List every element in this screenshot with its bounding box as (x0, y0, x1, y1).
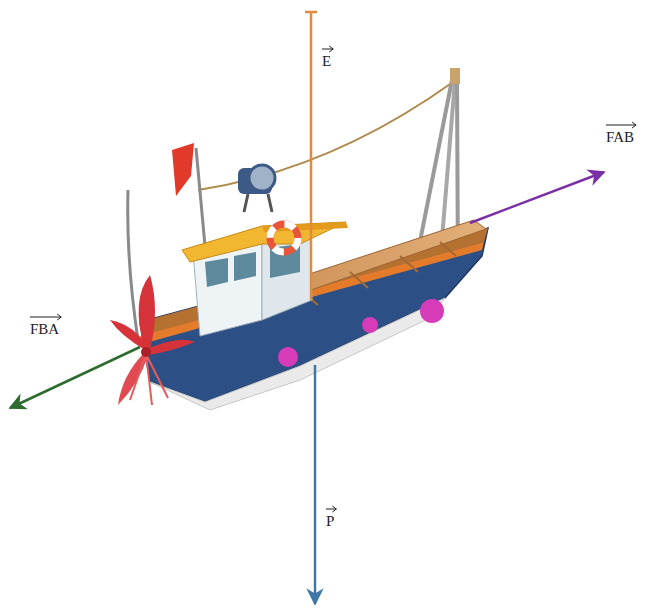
force-fab-vector (470, 172, 604, 223)
vector-arrow-head (57, 314, 61, 320)
buoy-part (362, 317, 378, 333)
life-ring (270, 224, 298, 252)
vector-arrow-head (329, 46, 333, 52)
cabin-part (234, 252, 256, 281)
winch (238, 165, 275, 212)
force-p-vector (315, 365, 316, 604)
vector-arrow-head (332, 506, 336, 512)
flag-part (172, 143, 194, 196)
vector-arrow-line (322, 49, 333, 50)
hull-part (300, 242, 456, 305)
force-label: FAB (606, 130, 634, 145)
vector-arrow (606, 121, 638, 129)
rope-part (198, 82, 453, 190)
vector-name: FAB (606, 130, 634, 145)
force-fba-vector-part (10, 347, 140, 408)
winch-part (249, 165, 275, 191)
force-e-vector-part (310, 12, 313, 300)
vector-name: P (326, 514, 334, 529)
life-ring-part (270, 224, 298, 252)
force-fab-vector-part (470, 172, 604, 223)
force-label: E (322, 54, 331, 69)
force-p-vector-part (314, 365, 317, 604)
vector-arrow-line (30, 317, 61, 318)
propeller-part (130, 354, 168, 405)
propeller-part (110, 320, 148, 350)
vector-arrow (322, 45, 335, 53)
propeller-part (145, 340, 195, 355)
mast-part (450, 68, 460, 84)
buoy-part (420, 299, 444, 323)
vector-arrow (30, 313, 63, 321)
life-ring-part (270, 224, 298, 252)
antenna-part (128, 190, 138, 340)
force-e-vector-part (305, 11, 317, 14)
buoy (278, 299, 444, 367)
vector-arrow-line (326, 509, 336, 510)
winch-part (244, 194, 272, 212)
vector-arrow-line (606, 125, 636, 126)
antenna (128, 190, 138, 340)
cabin (182, 222, 348, 336)
buoy-part (278, 347, 298, 367)
rope (198, 82, 453, 190)
cabin-part (205, 258, 228, 287)
force-label: FBA (30, 322, 59, 337)
vector-name: FBA (30, 322, 59, 337)
force-fba-vector (10, 347, 140, 408)
vector-arrow (326, 505, 338, 513)
vector-arrow-head (632, 122, 636, 128)
propeller (110, 275, 195, 405)
vector-name: E (322, 54, 331, 69)
propeller-part (141, 347, 151, 357)
force-label: P (326, 514, 334, 529)
force-e-vector (305, 12, 317, 300)
